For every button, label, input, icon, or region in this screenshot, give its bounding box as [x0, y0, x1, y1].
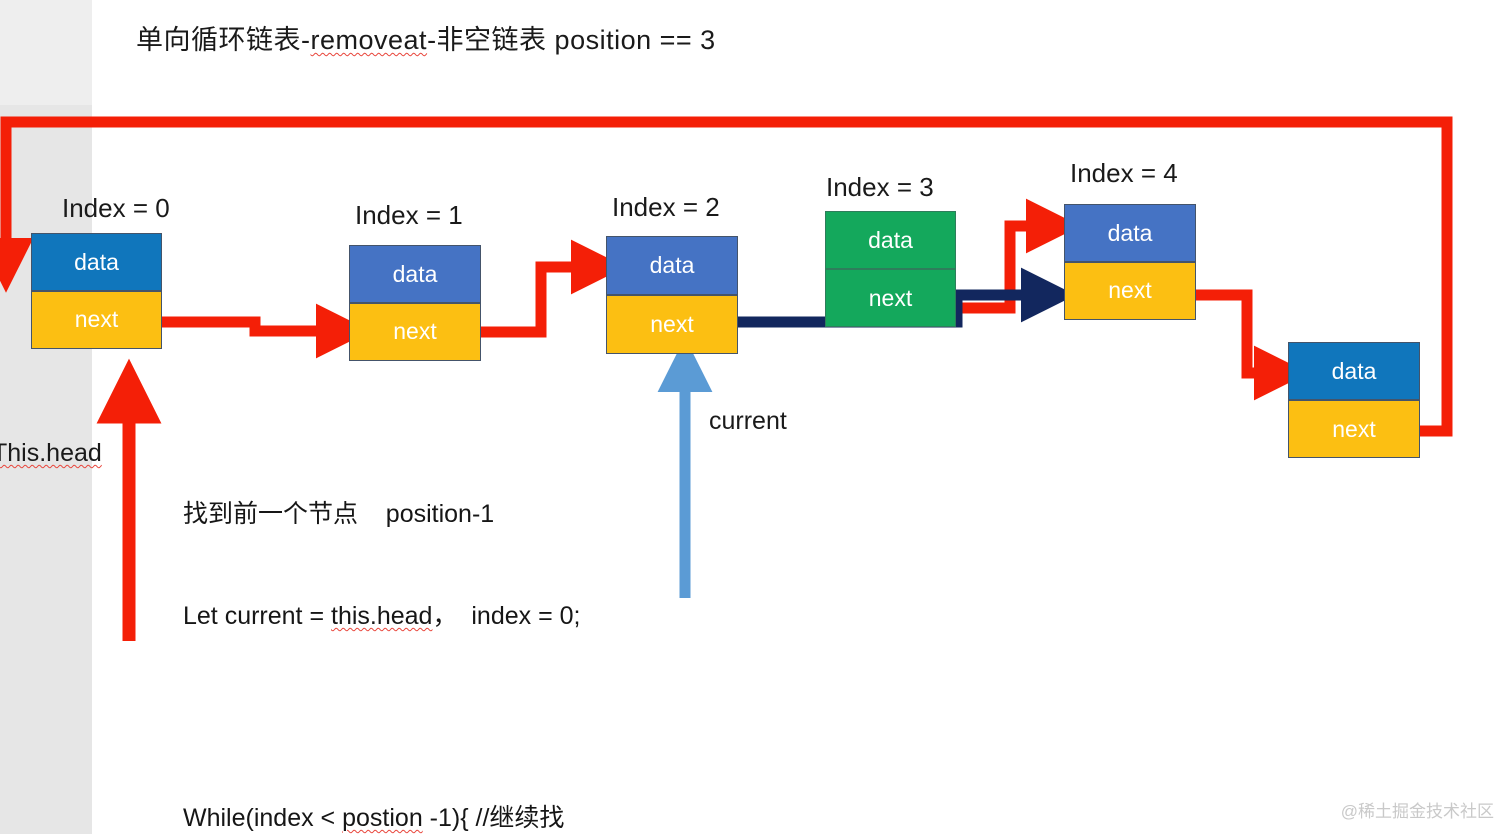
left-gutter-panel: [0, 0, 92, 834]
node-1-next-cell: next: [349, 302, 481, 361]
link-arrow-node0-to-node1: [162, 303, 371, 359]
title-misspelled-word: removeat: [310, 25, 428, 55]
code-line-3-part-c: -1){ //继续找: [422, 804, 565, 832]
head-pointer-label: This.head: [0, 439, 102, 467]
node-3-next-cell: next: [825, 269, 956, 327]
node-tail-data-cell: data: [1288, 342, 1420, 400]
code-line-3-misspelled: postion: [342, 804, 423, 832]
node-3-index-label: Index = 3: [826, 172, 934, 202]
node-2: data next: [606, 236, 738, 354]
code-line-3: While(index < postion -1){ //继续找: [183, 801, 580, 834]
node-tail: data next: [1288, 342, 1420, 458]
node-1-index-label: Index = 1: [355, 200, 463, 230]
title-prefix: 单向循环链表-: [136, 25, 311, 55]
left-gutter-top-panel: [0, 0, 92, 105]
node-4-data-cell: data: [1064, 204, 1196, 262]
code-line-2-part-a: Let current =: [183, 602, 331, 630]
code-spacer-1: [183, 701, 580, 733]
node-4-next-cell: next: [1064, 261, 1196, 320]
current-pointer-label: current: [709, 407, 787, 435]
code-line-1: 找到前一个节点 position-1: [183, 500, 495, 528]
node-0-data-cell: data: [31, 233, 162, 291]
page-title: 单向循环链表-removeat-非空链表 position == 3: [136, 18, 716, 57]
watermark: @稀土掘金技术社区: [1340, 802, 1494, 821]
node-3-data-cell: data: [825, 211, 956, 269]
node-0-next-cell: next: [31, 290, 162, 349]
node-4-index-label: Index = 4: [1070, 158, 1178, 188]
node-0: data next: [31, 233, 162, 349]
node-0-index-label: Index = 0: [62, 193, 170, 223]
algorithm-notes: 找到前一个节点 position-1 Let current = this.he…: [183, 429, 580, 834]
code-line-3-part-a: While(index <: [183, 804, 343, 832]
node-tail-next-cell: next: [1288, 400, 1420, 458]
node-2-index-label: Index = 2: [612, 192, 720, 222]
link-arrow-node1-to-node2: [481, 239, 626, 338]
node-4: data next: [1064, 204, 1196, 320]
code-line-2-misspelled: this.head: [331, 602, 433, 630]
node-2-next-cell: next: [606, 295, 738, 354]
node-3-removed: data next: [825, 211, 956, 327]
node-1-data-cell: data: [349, 245, 481, 303]
code-line-2-part-c: ， index = 0;: [432, 602, 581, 630]
node-2-data-cell: data: [606, 236, 738, 295]
link-arrow-node4-to-tail: [1196, 289, 1309, 401]
node-1: data next: [349, 245, 481, 361]
code-line-2: Let current = this.head， index = 0;: [183, 599, 580, 633]
title-suffix: -非空链表 position == 3: [427, 25, 716, 55]
